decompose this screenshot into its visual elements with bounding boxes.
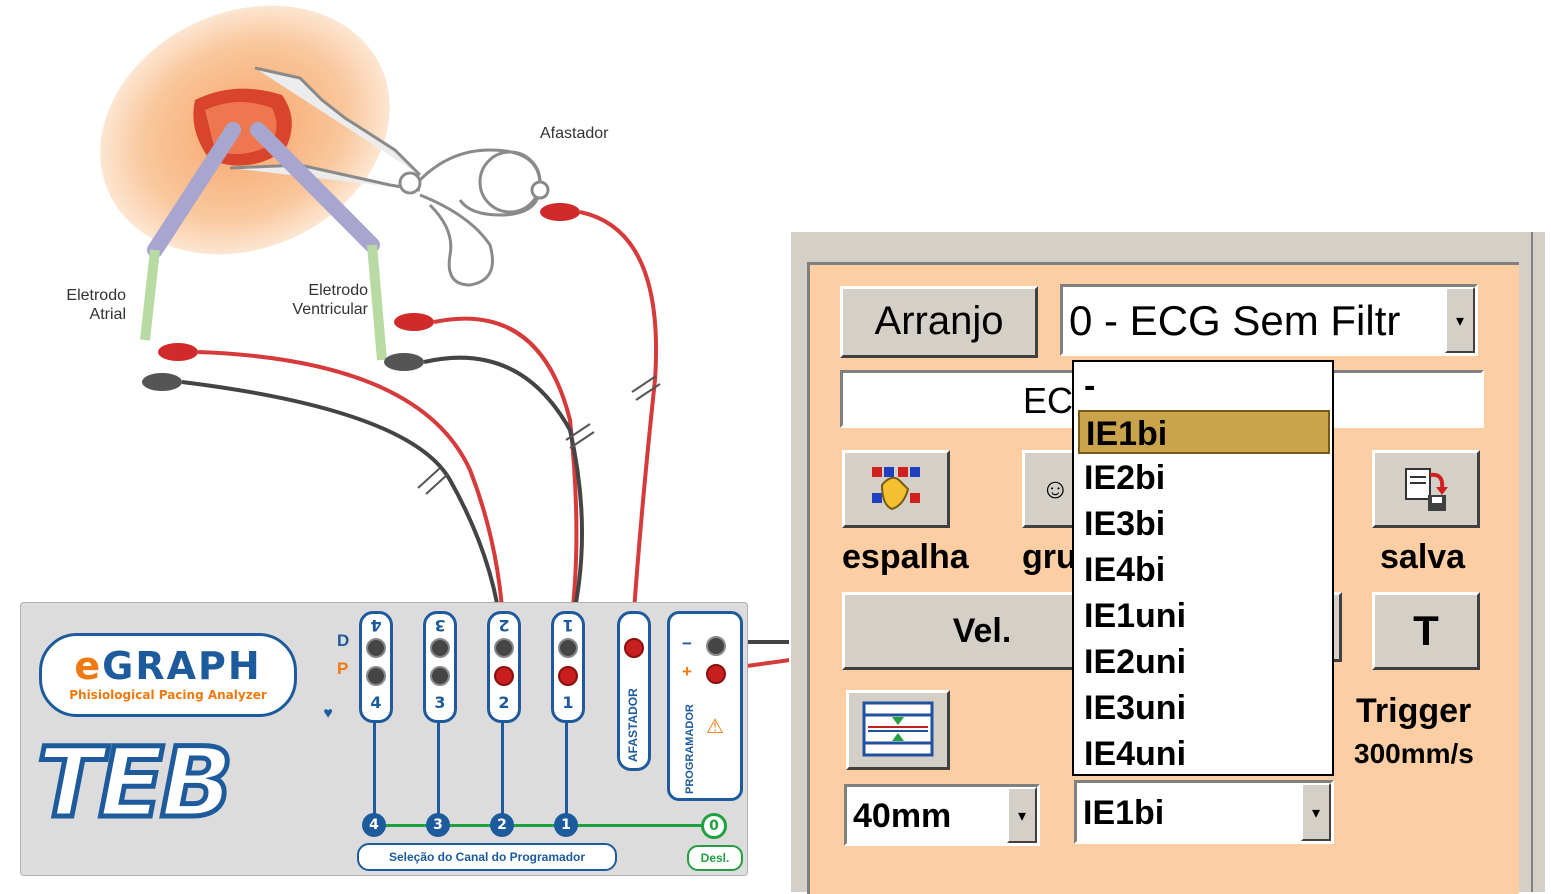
jack-2-d[interactable] [494,638,514,658]
afastador-port[interactable]: AFASTADOR [617,611,651,771]
electrode-leads [140,122,387,361]
trigger-speed: 300mm/s [1354,738,1474,769]
jack-3-p[interactable] [430,666,450,686]
channel-1[interactable]: 1 1 [551,611,585,723]
label-eletrodo-ventricular: Eletrodo Ventricular [292,282,368,318]
name-field-value: EC [1023,380,1074,421]
scale-combo[interactable]: 40mm ▾ [844,784,1040,846]
desl-label: Desl. [687,845,743,871]
dropdown-item-7[interactable]: IE3uni [1084,689,1187,727]
programador-label: PROGRAMADOR [684,704,696,794]
dropdown-item-3[interactable]: IE3bi [1084,505,1166,543]
afastador-label: AFASTADOR [626,688,640,762]
arranjo-combo-arrow[interactable]: ▾ [1445,287,1475,353]
fit-vertical-icon [862,701,934,757]
chevron-down-icon: ▾ [1455,313,1465,330]
scale-combo-value: 40mm [853,797,952,835]
plus-sign: + [682,662,692,681]
save-icon [1405,468,1448,511]
brand-e: e [74,644,103,688]
chevron-down-icon: ▾ [1311,805,1321,822]
scale-combo-arrow[interactable]: ▾ [1007,787,1037,843]
egraph-logo: eGRAPH Phisiological Pacing Analyzer [39,633,297,717]
channel-combo-value: IE1bi [1083,794,1165,832]
jack-afastador[interactable] [624,638,644,658]
dropdown-item-4[interactable]: IE4bi [1084,551,1166,589]
arranjo-combo[interactable]: 0 - ECG Sem Filtr ▾ [1060,284,1478,356]
cable-break-marks [417,375,661,495]
row-label-p: P [337,659,349,678]
channel-dropdown-list: - IE1bi IE2bi IE3bi IE4bi IE1uni IE2uni … [1072,360,1334,776]
trigger-label: Trigger [1356,692,1472,730]
dropdown-item-1[interactable]: IE1bi [1078,410,1330,454]
jack-1-p[interactable] [558,666,578,686]
bus-node-3[interactable]: 3 [426,813,450,837]
cables [181,210,790,670]
teb-logo: TEB [35,727,236,839]
brand-subtitle: Phisiological Pacing Analyzer [69,688,267,702]
label-eletrodo-atrial: Eletrodo Atrial [66,287,126,323]
espalha-button[interactable] [842,450,950,528]
bus-node-2[interactable]: 2 [490,813,514,837]
channel-combo[interactable]: IE1bi ▾ [1074,780,1334,844]
pacing-setup-illustration: Afastador Eletrodo Atrial Eletrodo Ventr… [20,5,790,876]
jack-2-p[interactable] [494,666,514,686]
egraph-device: eGRAPH Phisiological Pacing Analyzer ♥ T… [20,602,748,876]
retractor-icon [229,66,550,287]
warning-icon: ⚠ [706,716,724,738]
surgical-scene [100,5,790,670]
bus-node-1[interactable]: 1 [554,813,578,837]
jack-3-d[interactable] [430,638,450,658]
dropdown-item-6[interactable]: IE2uni [1084,643,1187,681]
bus-node-4[interactable]: 4 [362,813,386,837]
dropdown-item-2[interactable]: IE2bi [1084,459,1166,497]
selection-bus [373,824,715,827]
brand-graph: GRAPH [102,644,262,688]
grupo-label: gru [1022,538,1077,576]
jack-programador-plus[interactable] [706,664,726,684]
dropdown-item-5[interactable]: IE1uni [1084,597,1187,635]
salva-button[interactable] [1372,450,1480,528]
channel-combo-arrow[interactable]: ▾ [1301,783,1331,841]
jack-programador-minus[interactable] [706,636,726,656]
label-afastador: Afastador [540,125,609,142]
arranjo-combo-value: 0 - ECG Sem Filtr [1069,297,1401,344]
channel-4[interactable]: 4 4 [359,611,393,723]
salva-label: salva [1380,538,1466,576]
arranjo-button[interactable]: Arranjo [840,286,1038,358]
programador-port[interactable]: − + PROGRAMADOR [667,611,743,801]
bus-node-0[interactable]: 0 [701,813,727,839]
minus-sign: − [682,634,692,653]
jack-4-p[interactable] [366,666,386,686]
dropdown-item-8[interactable]: IE4uni [1084,735,1187,773]
alligator-clips [142,203,580,391]
espalha-label: espalha [842,538,969,576]
heart-icon: ♥ [323,705,333,722]
channel-2[interactable]: 2 2 [487,611,521,723]
selecao-canal-label: Seleção do Canal do Programador [357,843,617,871]
fit-scale-button[interactable] [846,690,950,770]
channel-3[interactable]: 3 3 [423,611,457,723]
dropdown-item-0[interactable]: - [1084,367,1096,405]
chevron-down-icon: ▾ [1017,808,1027,825]
spread-icon [872,467,920,511]
jack-4-d[interactable] [366,638,386,658]
group-icon: ☺ [1041,473,1070,504]
jack-1-d[interactable] [558,638,578,658]
row-label-d: D [337,631,350,650]
trigger-button[interactable]: T [1372,592,1480,670]
